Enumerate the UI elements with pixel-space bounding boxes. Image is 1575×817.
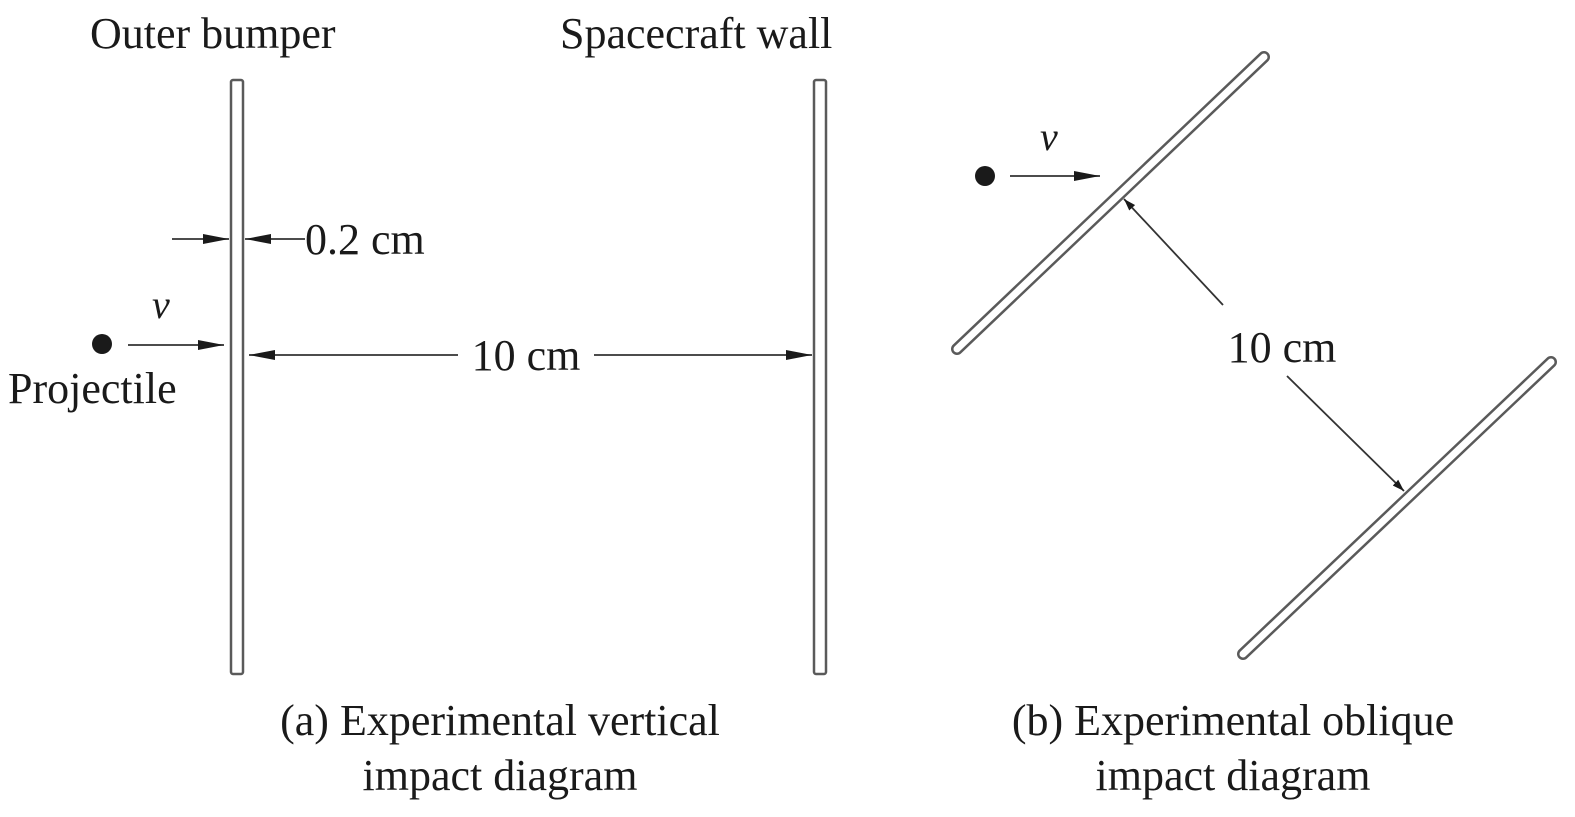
outer-bumper-plate — [229, 78, 245, 676]
panel-b-oblique-impact: v 10 cm (b) Experimental oblique impact … — [951, 51, 1557, 800]
spacing-label: 10 cm — [472, 331, 581, 380]
velocity-label: v — [152, 282, 170, 327]
thickness-label: 0.2 cm — [305, 215, 425, 264]
projectile-label: Projectile — [8, 364, 177, 413]
oblique-spacing-arrow-lower — [1286, 375, 1405, 492]
spacecraft-wall-plate — [812, 78, 828, 676]
outer-bumper-label: Outer bumper — [90, 9, 336, 58]
oblique-velocity-label: v — [1040, 114, 1058, 159]
caption-b-line2: impact diagram — [1096, 751, 1371, 800]
caption-b-line1: (b) Experimental oblique — [1012, 696, 1454, 745]
caption-a-line2: impact diagram — [363, 751, 638, 800]
oblique-spacing-arrow-upper — [1123, 198, 1224, 306]
oblique-wall-plate-fill — [1239, 358, 1555, 658]
oblique-spacing-label: 10 cm — [1228, 323, 1337, 372]
oblique-bumper-plate-fill — [953, 53, 1268, 353]
oblique-projectile-dot — [975, 166, 995, 186]
caption-a-line1: (a) Experimental vertical — [280, 696, 720, 745]
panel-a-vertical-impact: Outer bumper Spacecraft wall 0.2 cm v Pr… — [8, 9, 832, 800]
spacecraft-wall-label: Spacecraft wall — [560, 9, 832, 58]
projectile-dot — [92, 334, 112, 354]
